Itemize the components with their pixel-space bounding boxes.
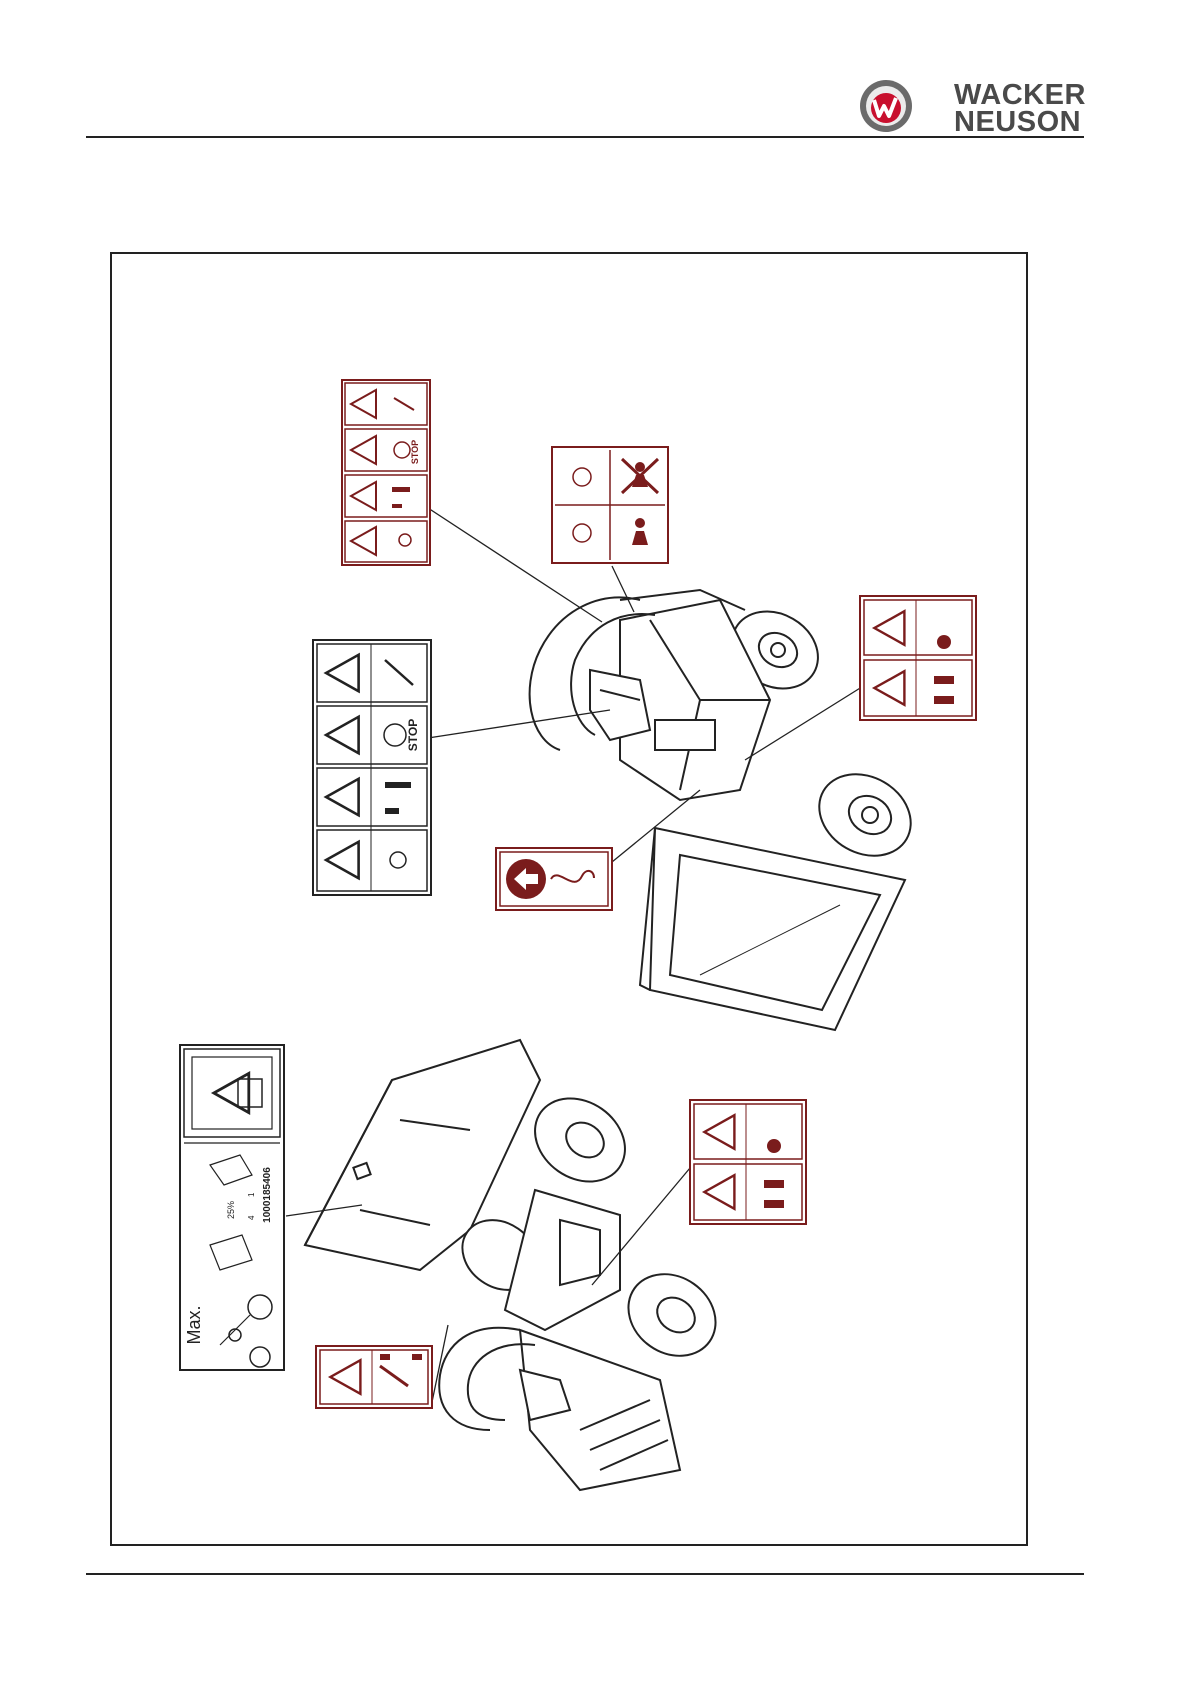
decal-hand-crush bbox=[316, 1346, 432, 1408]
stop-text-large: STOP bbox=[406, 719, 420, 751]
footer-rule bbox=[86, 1573, 1084, 1575]
decal-crush-hazard-lower bbox=[690, 1100, 806, 1224]
decal-warning-strip-small: STOP bbox=[342, 380, 430, 565]
load-ratio-bottom: 4 bbox=[247, 1215, 256, 1220]
stop-text-small: STOP bbox=[410, 440, 420, 464]
decal-passenger-prohibited bbox=[552, 447, 668, 563]
decal-warning-strip-large: STOP bbox=[313, 640, 431, 895]
decal-load-slope-limits: Max. 25% 1 4 1000185406 bbox=[180, 1045, 284, 1370]
load-part-number: 1000185406 bbox=[262, 1167, 273, 1223]
dumper-lower-view bbox=[305, 1040, 731, 1490]
decal-crush-hazard-upper bbox=[860, 596, 976, 720]
load-ratio-top: 1 bbox=[247, 1192, 256, 1197]
load-slope-text: 25% bbox=[226, 1201, 236, 1219]
load-max-text: Max. bbox=[184, 1305, 204, 1344]
decal-lifting-point bbox=[496, 848, 612, 910]
